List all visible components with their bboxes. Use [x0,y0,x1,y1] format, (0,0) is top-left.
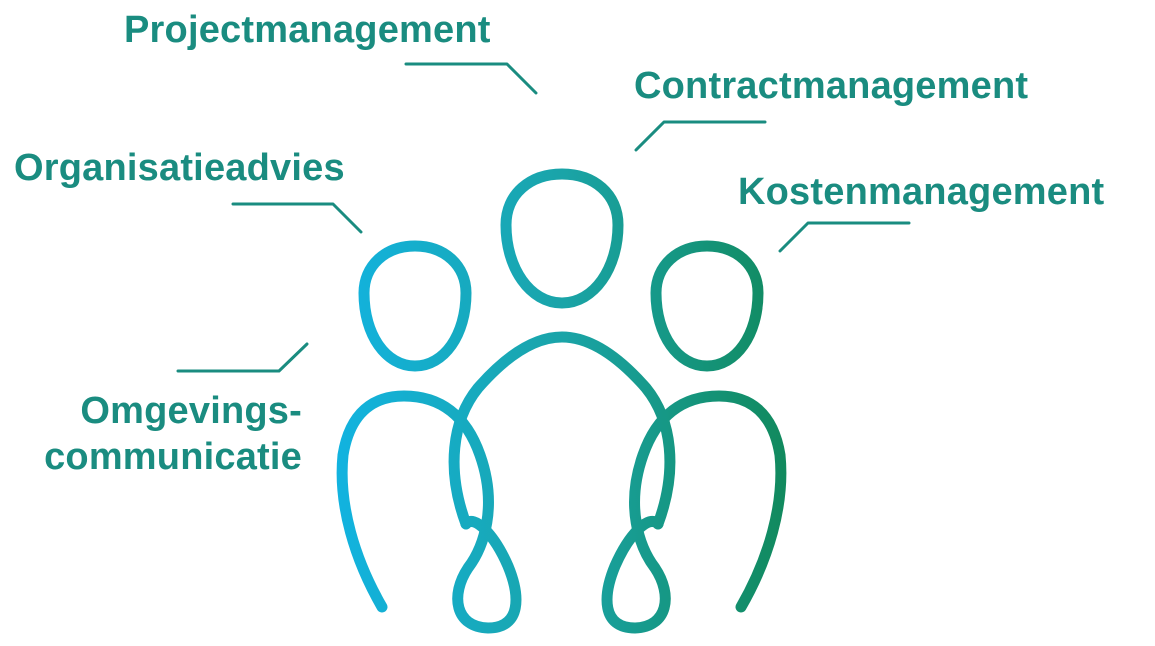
right-person-head [650,240,764,372]
left-person-head [358,240,472,372]
label-omgevingscommunicatie-line2: communicatie [44,436,302,478]
left-person-body [336,390,522,634]
label-omgevingscommunicatie: Omgevings- communicatie [44,388,302,480]
label-omgevingscommunicatie-line1: Omgevings- [80,390,302,432]
label-projectmanagement: Projectmanagement [124,9,491,51]
connector-contractmanagement [634,120,767,152]
center-person-head [500,168,624,309]
right-person-body [601,390,787,634]
center-person-body [448,331,676,530]
connector-kostenmanagement [778,221,911,253]
connector-organisatieadvies [231,202,363,234]
label-contractmanagement: Contractmanagement [634,65,1029,107]
connector-projectmanagement [404,62,538,95]
label-organisatieadvies: Organisatieadvies [14,147,345,189]
label-kostenmanagement: Kostenmanagement [738,171,1105,213]
connector-omgevingscommunicatie [176,342,309,373]
